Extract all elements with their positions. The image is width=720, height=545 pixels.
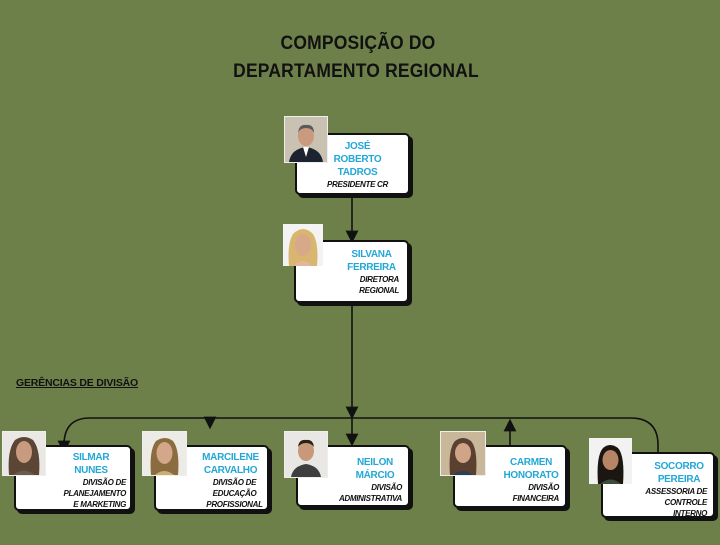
manager-4-name-line-1: CARMEN <box>509 457 553 468</box>
manager-3-name-line-1: NEILON <box>357 457 393 468</box>
manager-4-role-line-1: DIVISÃO <box>528 483 559 492</box>
president-name-line-1: JOSÉ <box>344 141 371 152</box>
manager-5-role-line-1: ASSESSORIA DE <box>645 487 707 496</box>
manager-4-name-line-2: HONORATO <box>503 470 559 481</box>
manager-5-role-line-2: CONTROLE <box>664 498 708 507</box>
manager-2-role-line-1: DIVISÃO DE <box>212 478 257 487</box>
chart-title-line-2: DEPARTAMENTO REGIONAL <box>233 61 479 82</box>
manager-3-name-line-2: MÁRCIO <box>355 470 395 481</box>
director-role-line-1: DIRETORA <box>359 275 400 284</box>
manager-4-role-line-2: FINANCEIRA <box>512 494 560 503</box>
director-name-line-2: FERREIRA <box>347 262 396 273</box>
manager-card-socorro[interactable]: SOCORRO PEREIRA ASSESSORIA DE CONTROLE I… <box>601 452 715 518</box>
manager-2-name-line-2: CARVALHO <box>203 465 258 476</box>
manager-5-role-line-3: INTERNO <box>673 509 707 518</box>
president-role: PRESIDENTE CR <box>327 180 388 189</box>
manager-1-name-line-1: SILMAR <box>72 452 110 463</box>
president-name-line-3: TADROS <box>337 167 378 178</box>
section-label: GERÊNCIAS DE DIVISÃO <box>16 377 139 389</box>
manager-1-role-line-3: E MARKETING <box>73 500 126 509</box>
connector-bus <box>63 417 659 446</box>
manager-5-name-line-2: PEREIRA <box>657 474 701 485</box>
director-photo <box>283 224 323 266</box>
manager-3-role-line-1: DIVISÃO <box>371 483 402 492</box>
manager-5-name-line-1: SOCORRO <box>654 461 704 472</box>
manager-1-role-line-2: PLANEJAMENTO <box>63 489 127 498</box>
chart-title-line-1: COMPOSIÇÃO DO <box>280 33 436 54</box>
president-name-line-2: ROBERTO <box>333 154 382 165</box>
manager-1-role-line-1: DIVISÃO DE <box>82 478 127 487</box>
manager-2-role-line-3: PROFISSIONAL <box>206 500 263 509</box>
president-photo <box>284 116 328 163</box>
manager-3-role-line-2: ADMINISTRATIVA <box>338 494 402 503</box>
manager-5-photo <box>589 438 632 484</box>
manager-1-name-line-2: NUNES <box>74 465 108 476</box>
manager-2-role-line-2: EDUCAÇÃO <box>212 489 257 498</box>
manager-2-photo <box>142 431 187 476</box>
director-role-line-2: REGIONAL <box>359 286 399 295</box>
manager-2-name-line-1: MARCILENE <box>202 452 259 463</box>
director-name-line-1: SILVANA <box>351 249 392 260</box>
manager-1-photo <box>2 431 46 476</box>
manager-3-photo <box>284 431 328 478</box>
president-card[interactable]: JOSÉ ROBERTO TADROS PRESIDENTE CR <box>295 133 410 195</box>
manager-4-photo <box>440 431 486 476</box>
